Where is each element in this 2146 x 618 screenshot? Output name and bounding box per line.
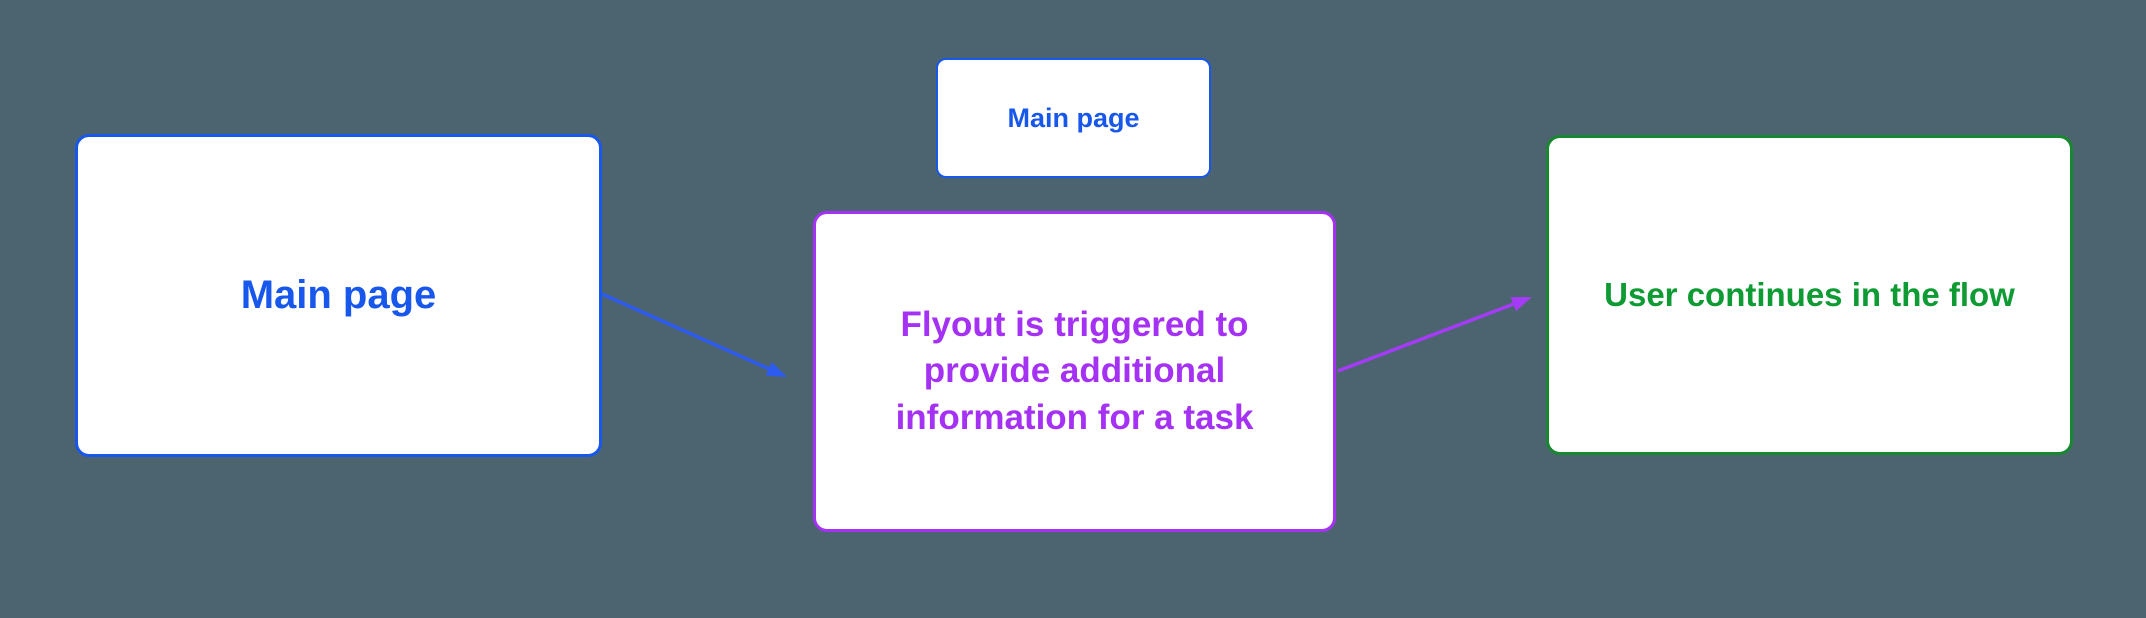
node-flyout-label: Flyout is triggered to provide additiona…: [895, 305, 1254, 437]
node-user-continues-label: User continues in the flow: [1604, 276, 2015, 313]
connector-arrow[interactable]: [601, 292, 787, 377]
node-user-continues[interactable]: User continues in the flow: [1546, 135, 2073, 455]
node-main-page-mini[interactable]: Main page: [936, 58, 1211, 178]
connector-arrow[interactable]: [1337, 297, 1532, 373]
node-main-page-label: Main page: [240, 273, 437, 317]
node-main-page-mini-label: Main page: [1007, 102, 1140, 133]
node-flyout[interactable]: Flyout is triggered to provide additiona…: [813, 211, 1336, 532]
node-main-page[interactable]: Main page: [75, 134, 602, 457]
